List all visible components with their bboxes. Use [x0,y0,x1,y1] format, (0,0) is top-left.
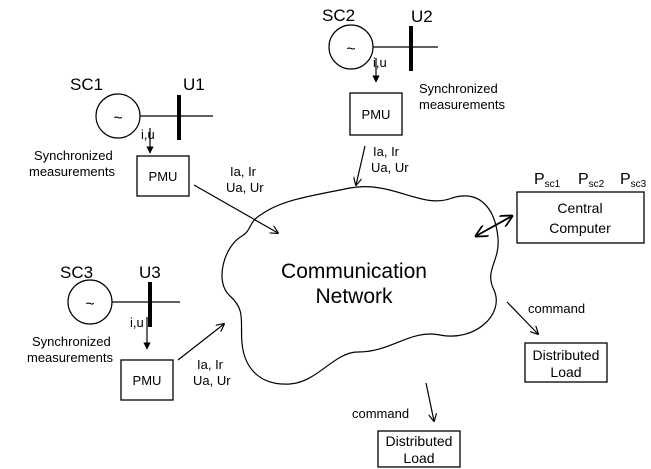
signals-sc1-line1: Ia, Ir [230,164,257,179]
iu-label-sc3: i,u [130,315,144,330]
load-bottom-line1: Distributed [386,433,453,449]
command-label-right: command [528,301,585,316]
network-cloud-outline [221,186,499,385]
load-right-line1: Distributed [533,347,600,363]
generator-sc3-symbol: ~ [85,296,94,313]
generator-group-sc1: ~ SC1 U1 i,u Synchronized measurements P… [29,75,278,233]
pmu-box-sc1 [136,155,190,197]
distributed-load-bottom: command Distributed Load [352,382,461,468]
load-right-line2: Load [550,364,581,380]
pmu-sc3-to-network-arrow [177,324,224,361]
generator-sc2-symbol: ~ [346,41,355,58]
central-computer-box [516,191,645,244]
sync-note-sc1-line2: measurements [29,164,115,179]
power-sc2-label: Psc2 [578,171,605,190]
pmu-box-sc2 [349,92,403,136]
command-arrow-right [506,301,538,334]
generator-sc3-label: SC3 [60,263,93,282]
sync-note-sc3-line1: Synchronized [32,334,111,349]
generator-sc2-label: SC2 [322,6,355,25]
bus-u3-label: U3 [139,263,161,282]
pmu-label-sc3: PMU [133,373,162,388]
generator-group-sc3: ~ SC3 U3 i,u Synchronized measurements P… [27,263,231,401]
power-sc3-label: Psc3 [620,171,647,190]
distributed-load-right: command Distributed Load [506,301,608,383]
pmu-label-sc1: PMU [149,169,178,184]
signals-sc3-line2: Ua, Ur [193,373,231,388]
central-label-line2: Computer [549,220,611,236]
central-computer-group: Psc1 Psc2 Psc3 Central Computer [476,171,647,244]
command-label-bottom: command [352,406,409,421]
command-arrow-bottom [425,382,434,421]
generator-sc1-symbol: ~ [113,110,122,127]
load-box-bottom [377,430,461,468]
generator-sc1-label: SC1 [70,75,103,94]
network-label-line2: Network [315,285,393,308]
communication-network: Communication Network [221,186,499,385]
pmu-sc2-to-network-arrow [356,145,366,185]
iu-label-sc1: i,u [141,127,155,142]
sync-note-sc1-line1: Synchronized [34,148,113,163]
sync-note-sc2-line1: Synchronized [419,81,498,96]
iu-label-sc2: i,u [373,55,387,70]
sync-note-sc2-line2: measurements [419,97,505,112]
power-sc1-label: Psc1 [534,171,561,190]
signals-sc2-line1: Ia, Ir [373,144,400,159]
signals-sc1-line2: Ua, Ur [226,180,264,195]
load-box-right [524,342,608,383]
bus-u1-label: U1 [183,75,205,94]
pmu-label-sc2: PMU [362,107,391,122]
load-bottom-line2: Load [403,450,434,466]
network-label-line1: Communication [281,260,427,283]
signals-sc2-line2: Ua, Ur [371,160,409,175]
network-central-link-arrow [476,216,512,236]
generator-group-sc2: ~ SC2 U2 i,u Synchronized measurements P… [322,6,505,185]
bus-u2-label: U2 [411,7,433,26]
pmu-sc1-to-network-arrow [193,184,278,233]
central-label-line1: Central [557,200,602,216]
sync-note-sc3-line2: measurements [27,350,113,365]
pmu-box-sc3 [120,359,174,401]
signals-sc3-line1: Ia, Ir [197,357,224,372]
